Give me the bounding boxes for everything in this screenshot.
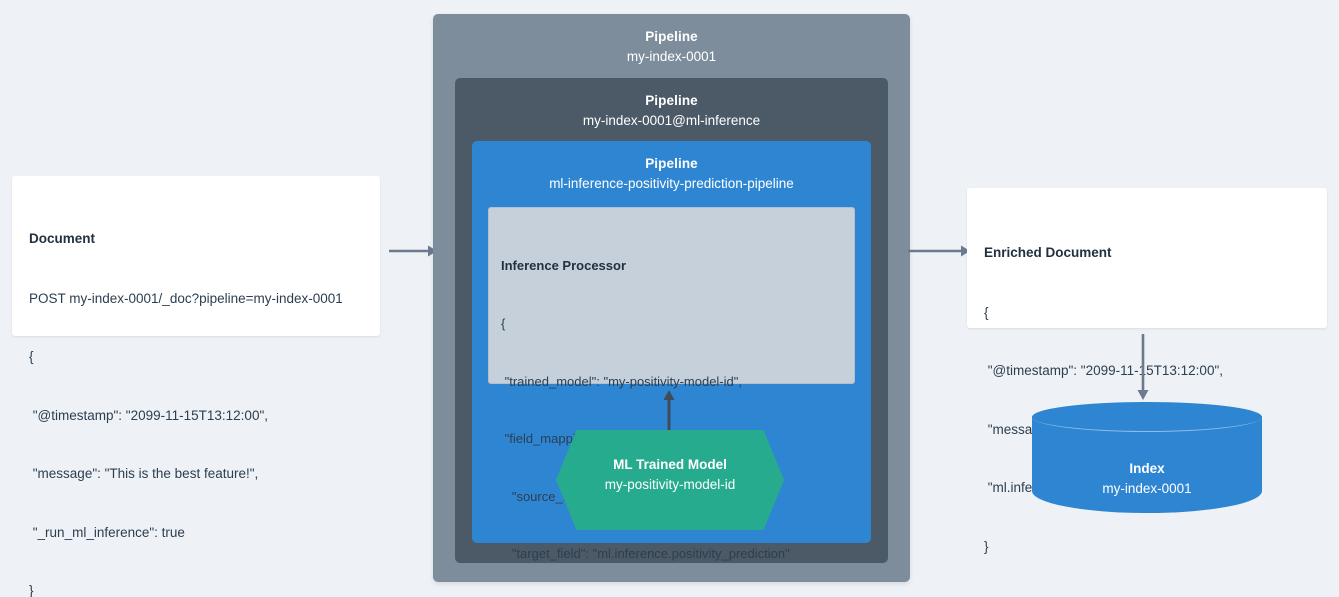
pipeline-inner-kind: Pipeline	[645, 156, 698, 171]
index-title: Index	[1129, 461, 1165, 476]
index-cylinder: Index my-index-0001	[1032, 402, 1262, 527]
enriched-document-line-5: }	[984, 538, 989, 554]
source-document-card: Document POST my-index-0001/_doc?pipelin…	[12, 176, 380, 597]
source-document-line-2: {	[29, 349, 34, 364]
index-cylinder-top	[1032, 402, 1262, 432]
arrow-right-icon-emit	[908, 245, 970, 257]
inference-processor-line-2: "trained_model": "my-positivity-model-id…	[501, 373, 742, 389]
inference-processor-line-1: {	[501, 316, 506, 332]
pipeline-inner-header: Pipeline ml-inference-positivity-predict…	[472, 141, 871, 194]
index-label-group: Index my-index-0001	[1032, 459, 1262, 499]
source-document-line-6: }	[29, 583, 34, 597]
enriched-document-title: Enriched Document	[984, 245, 1112, 260]
arrow-down-icon-store	[1137, 334, 1149, 400]
pipeline-outer-kind: Pipeline	[645, 29, 698, 44]
pipeline-outer-header: Pipeline my-index-0001	[433, 14, 910, 67]
arrow-right-icon-ingest	[389, 245, 437, 257]
pipeline-outer-name: my-index-0001	[626, 49, 717, 64]
index-cylinder-body	[1032, 416, 1262, 513]
source-document-line-1: POST my-index-0001/_doc?pipeline=my-inde…	[29, 290, 343, 306]
enriched-document-line-2: "@timestamp": "2099-11-15T13:12:00",	[984, 363, 1223, 378]
pipeline-middle-header: Pipeline my-index-0001@ml-inference	[455, 78, 888, 131]
pipeline-middle-name: my-index-0001@ml-inference	[582, 113, 761, 128]
pipeline-middle-kind: Pipeline	[645, 93, 698, 108]
ml-trained-model-name: my-positivity-model-id	[604, 477, 736, 492]
index-name: my-index-0001	[1102, 481, 1192, 496]
ml-trained-model-node: ML Trained Model my-positivity-model-id	[556, 430, 784, 530]
enriched-document-line-1: {	[984, 304, 989, 320]
ml-trained-model-title: ML Trained Model	[613, 457, 727, 472]
inference-processor-title: Inference Processor	[501, 258, 627, 274]
inference-processor-line-5: "target_field": "ml.inference.positivity…	[501, 546, 790, 562]
source-document-line-3: "@timestamp": "2099-11-15T13:12:00",	[29, 407, 268, 423]
source-document-title: Document	[29, 231, 96, 246]
arrow-up-icon-model-link	[663, 390, 675, 436]
source-document-line-5: "_run_ml_inference": true	[29, 524, 185, 540]
source-document-line-4: "message": "This is the best feature!",	[29, 466, 259, 481]
inference-processor-box: Inference Processor { "trained_model": "…	[488, 207, 855, 561]
enriched-document-card: Enriched Document { "@timestamp": "2099-…	[967, 188, 1327, 554]
pipeline-inner-name: ml-inference-positivity-prediction-pipel…	[549, 176, 794, 191]
